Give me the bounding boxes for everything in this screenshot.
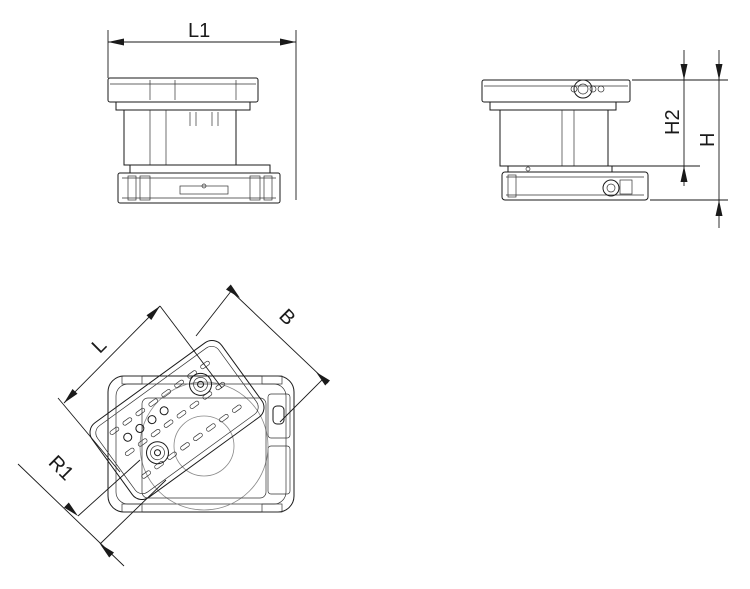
side-view: H2 H — [481, 50, 728, 228]
dim-label-l: L — [88, 334, 111, 357]
dim-label-b: B — [275, 305, 300, 330]
dim-label-h2: H2 — [662, 109, 684, 135]
top-view: L B R1 — [17, 284, 330, 567]
dim-label-l1: L1 — [188, 20, 210, 42]
dim-label-h: H — [697, 133, 719, 147]
dim-label-r1: R1 — [44, 451, 78, 485]
front-view: L1 — [107, 20, 297, 204]
